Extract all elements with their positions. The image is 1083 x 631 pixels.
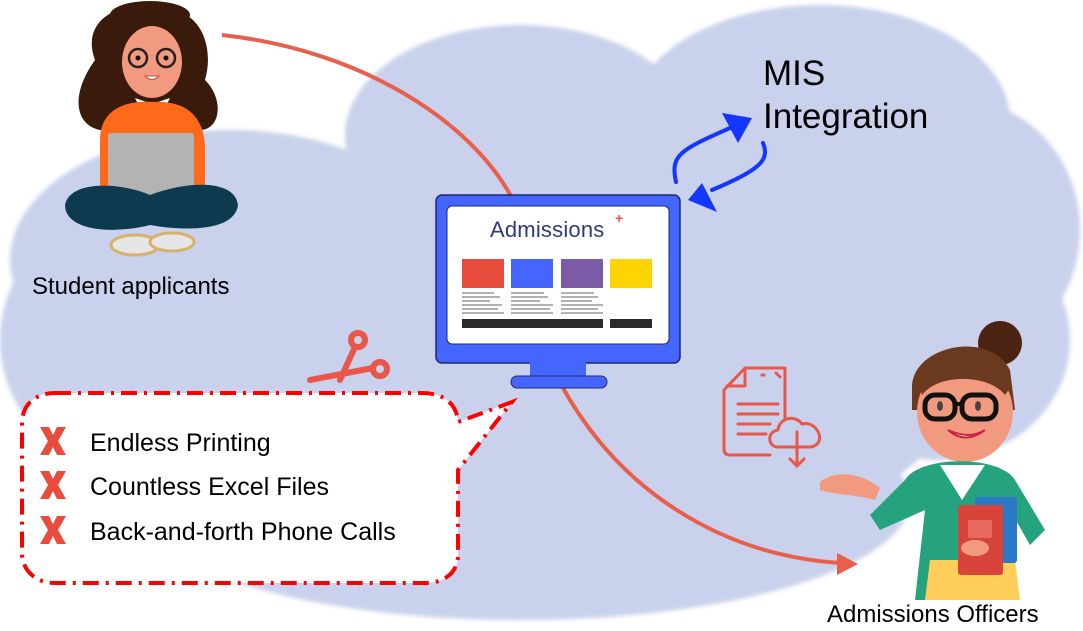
screen-tile-purple	[561, 259, 603, 288]
sync-arrowhead-down	[688, 183, 717, 212]
x-mark-icons	[40, 427, 66, 544]
student-applicants-label: Student applicants	[32, 273, 230, 300]
admissions-officer-figure	[820, 321, 1045, 600]
screen-tile-yellow	[610, 259, 652, 288]
document-cloud-download-icon	[722, 366, 822, 468]
arrowhead-officer	[837, 553, 858, 575]
mis-label-line2: Integration	[763, 97, 929, 136]
mis-label-line1: MIS	[763, 54, 826, 93]
x-mark-icon	[40, 427, 66, 455]
student-to-system-arrow	[221, 33, 514, 199]
eliminated-item-label: Back-and-forth Phone Calls	[90, 517, 396, 546]
list-item: Endless Printing	[40, 421, 396, 466]
x-mark-icon	[40, 516, 66, 544]
screen-bar-wide	[462, 319, 603, 328]
admissions-system-monitor	[435, 194, 681, 389]
admissions-officers-label: Admissions Officers	[827, 601, 1039, 628]
x-mark-icon-spacer	[40, 517, 66, 547]
admissions-logo-plus: +	[615, 210, 624, 226]
sync-arrowhead-up	[722, 113, 752, 143]
eliminated-items-list: Endless Printing Countless Excel Files B…	[40, 421, 396, 555]
x-mark-icon-spacer	[40, 473, 66, 503]
list-item: Countless Excel Files	[40, 466, 396, 511]
screen-tile-red	[462, 259, 504, 288]
screen-tile-blue	[511, 259, 553, 288]
scissors-icon	[307, 330, 390, 383]
x-mark-icon	[40, 471, 66, 499]
system-to-officer-arrow	[561, 387, 841, 565]
screen-bar-short	[610, 319, 652, 328]
admissions-logo: Admissions	[490, 217, 605, 242]
sync-arrows-icon	[672, 126, 767, 192]
mis-integration-label: MIS Integration	[763, 52, 928, 138]
eliminated-item-label: Endless Printing	[90, 428, 271, 457]
student-applicant-figure	[65, 1, 238, 257]
eliminated-item-label: Countless Excel Files	[90, 473, 329, 502]
callout-bubble	[20, 391, 519, 585]
list-item: Back-and-forth Phone Calls	[40, 510, 396, 555]
x-mark-icon-spacer	[40, 428, 66, 458]
